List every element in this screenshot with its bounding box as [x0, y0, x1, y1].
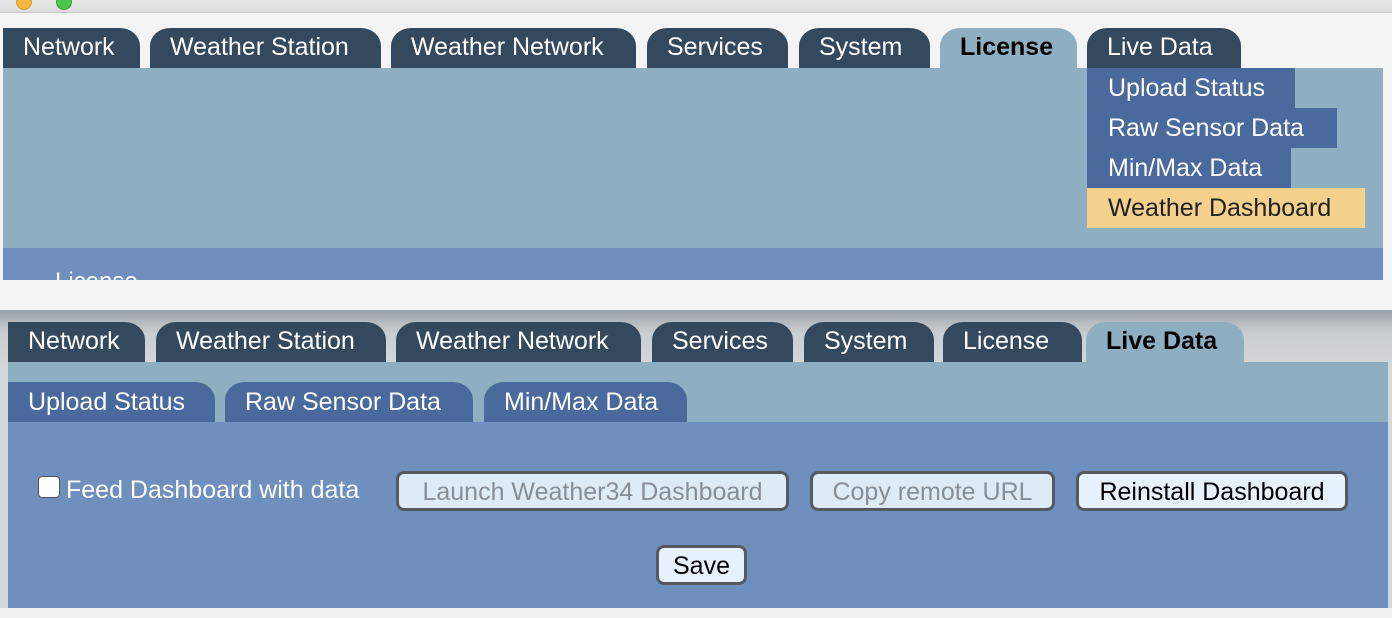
- tab-services[interactable]: Services: [652, 322, 793, 362]
- tab-weather-network[interactable]: Weather Network: [396, 322, 641, 362]
- menu-item-min-max-data[interactable]: Min/Max Data: [1087, 148, 1291, 188]
- tab-live-data[interactable]: Live Data: [1086, 322, 1244, 362]
- feed-dashboard-label: Feed Dashboard with data: [66, 476, 360, 504]
- tab-live-data[interactable]: Live Data: [1087, 28, 1241, 68]
- tab-system[interactable]: System: [799, 28, 930, 68]
- zoom-window-icon[interactable]: [56, 0, 72, 10]
- tab-system[interactable]: System: [804, 322, 934, 362]
- tab-network[interactable]: Network: [3, 28, 140, 68]
- window-titlebar: [0, 0, 1392, 13]
- tab-network[interactable]: Network: [8, 322, 145, 362]
- tab-weather-station[interactable]: Weather Station: [156, 322, 386, 362]
- screenshot-separator: [0, 280, 1392, 310]
- menu-item-upload-status[interactable]: Upload Status: [1087, 68, 1295, 108]
- top-main-tabbar: Network Weather Station Weather Network …: [3, 28, 1383, 68]
- feed-dashboard-checkbox[interactable]: [38, 476, 60, 498]
- save-button[interactable]: Save: [656, 545, 747, 585]
- tab-license[interactable]: License: [943, 322, 1082, 362]
- license-section-heading: License: [55, 268, 138, 280]
- reinstall-dashboard-button[interactable]: Reinstall Dashboard: [1076, 471, 1348, 511]
- subtab-raw-sensor-data[interactable]: Raw Sensor Data: [225, 382, 473, 422]
- minimize-window-icon[interactable]: [16, 0, 32, 10]
- top-license-section: License: [3, 248, 1383, 280]
- launch-dashboard-button[interactable]: Launch Weather34 Dashboard: [396, 471, 789, 511]
- tab-services[interactable]: Services: [647, 28, 788, 68]
- menu-item-raw-sensor-data[interactable]: Raw Sensor Data: [1087, 108, 1337, 148]
- window-bottom-edge: [0, 608, 1392, 618]
- bottom-main-tabbar: Network Weather Station Weather Network …: [8, 322, 1388, 362]
- tab-weather-station[interactable]: Weather Station: [150, 28, 381, 68]
- subtab-upload-status[interactable]: Upload Status: [8, 382, 215, 422]
- tab-weather-network[interactable]: Weather Network: [391, 28, 636, 68]
- tab-license[interactable]: License: [940, 28, 1077, 68]
- copy-remote-url-button[interactable]: Copy remote URL: [810, 471, 1055, 511]
- menu-item-weather-dashboard[interactable]: Weather Dashboard: [1087, 188, 1365, 228]
- subtab-min-max-data[interactable]: Min/Max Data: [484, 382, 687, 422]
- live-data-subtabbar: Upload Status Raw Sensor Data Min/Max Da…: [8, 382, 1388, 422]
